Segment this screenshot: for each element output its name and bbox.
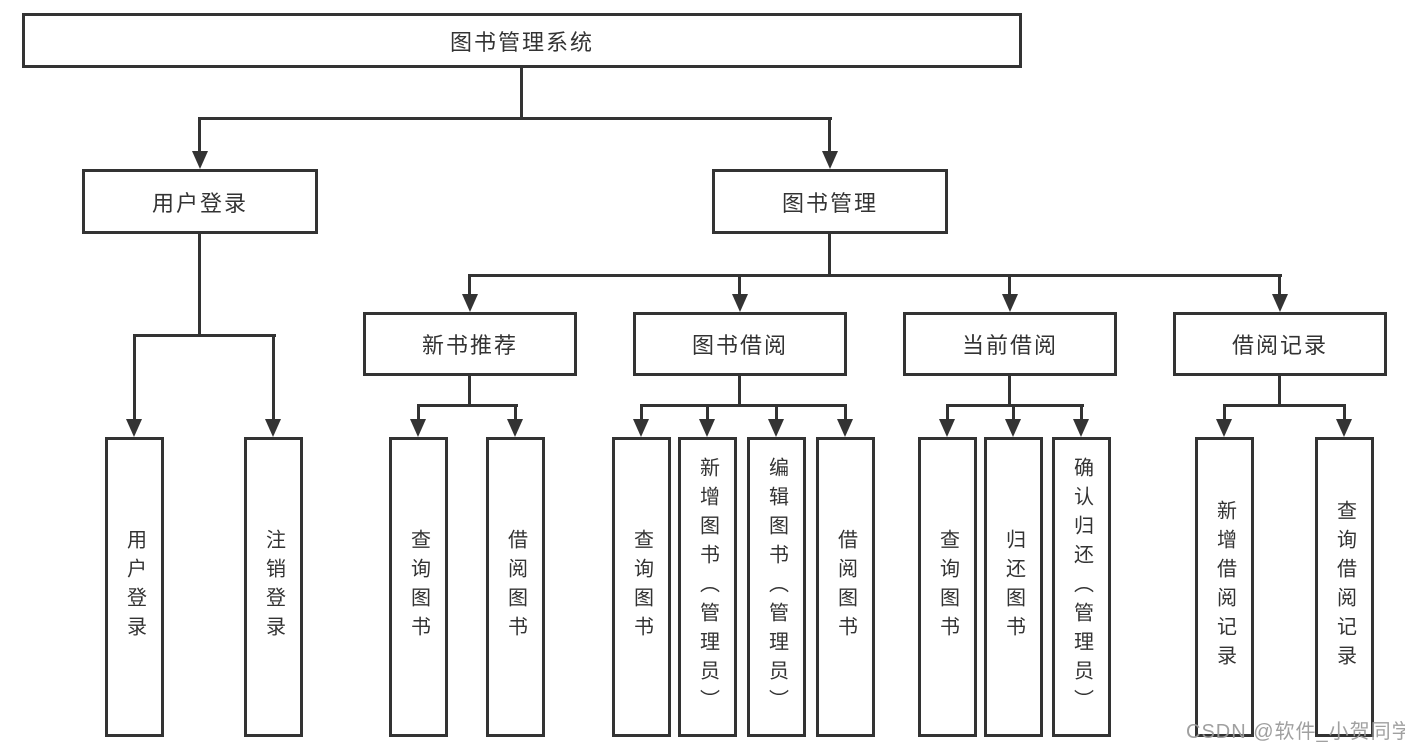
- leaf-edit-book-admin: 编辑图书（管理员）: [747, 437, 806, 737]
- node-book-borrowing: 图书借阅: [633, 312, 847, 376]
- edge-mgmt-drop-3: [1008, 274, 1011, 298]
- edge-current-rail: [946, 404, 1084, 407]
- arrowhead-icon: [699, 419, 715, 437]
- arrowhead-icon: [768, 419, 784, 437]
- edge-recommend-rail: [417, 404, 518, 407]
- arrowhead-icon: [410, 419, 426, 437]
- leaf-user-login: 用户登录: [105, 437, 164, 737]
- edge-borrow-drop-4: [844, 404, 847, 421]
- edge-login-rail: [133, 334, 276, 337]
- edge-borrow-rail: [640, 404, 847, 407]
- arrowhead-icon: [126, 419, 142, 437]
- edge-borrow-drop-3: [775, 404, 778, 421]
- node-root: 图书管理系统: [22, 13, 1022, 68]
- leaf-query-books-3: 查询图书: [918, 437, 977, 737]
- edge-current-stub: [1008, 375, 1011, 406]
- arrowhead-icon: [1073, 419, 1089, 437]
- arrowhead-icon: [837, 419, 853, 437]
- edge-current-drop-2: [1012, 404, 1015, 421]
- edge-login-stub: [198, 233, 201, 336]
- edge-recommend-drop-2: [514, 404, 517, 421]
- edge-root-stub: [520, 66, 523, 120]
- node-user-login: 用户登录: [82, 169, 318, 234]
- leaf-borrow-books-1: 借阅图书: [486, 437, 545, 737]
- edge-recommend-drop-1: [417, 404, 420, 421]
- node-new-book-recommend: 新书推荐: [363, 312, 577, 376]
- edge-current-drop-1: [946, 404, 949, 421]
- edge-record-drop-2: [1343, 404, 1346, 421]
- leaf-add-borrow-record: 新增借阅记录: [1195, 437, 1254, 737]
- edge-root-rail: [198, 117, 832, 120]
- edge-login-drop-1: [133, 334, 136, 421]
- edge-recommend-stub: [468, 375, 471, 406]
- arrowhead-icon: [732, 294, 748, 312]
- edge-borrow-drop-1: [640, 404, 643, 421]
- node-borrowing-records: 借阅记录: [1173, 312, 1387, 376]
- node-current-borrowing: 当前借阅: [903, 312, 1117, 376]
- csdn-watermark: CSDN @软件_小贺同学: [1186, 721, 1405, 743]
- arrowhead-icon: [939, 419, 955, 437]
- edge-mgmt-drop-4: [1278, 274, 1281, 298]
- arrowhead-icon: [192, 151, 208, 169]
- edge-login-drop-2: [272, 334, 275, 421]
- edge-root-drop-left: [198, 117, 201, 153]
- edge-mgmt-rail: [468, 274, 1282, 277]
- arrowhead-icon: [1002, 294, 1018, 312]
- edge-record-rail: [1223, 404, 1346, 407]
- edge-borrow-stub: [738, 375, 741, 406]
- arrowhead-icon: [1005, 419, 1021, 437]
- leaf-return-books: 归还图书: [984, 437, 1043, 737]
- leaf-borrow-books-2: 借阅图书: [816, 437, 875, 737]
- edge-mgmt-stub: [828, 233, 831, 276]
- leaf-confirm-return-admin: 确认归还（管理员）: [1052, 437, 1111, 737]
- edge-borrow-drop-2: [706, 404, 709, 421]
- edge-record-stub: [1278, 375, 1281, 406]
- arrowhead-icon: [633, 419, 649, 437]
- edge-current-drop-3: [1080, 404, 1083, 421]
- node-book-management: 图书管理: [712, 169, 948, 234]
- edge-mgmt-drop-2: [738, 274, 741, 298]
- leaf-logout: 注销登录: [244, 437, 303, 737]
- arrowhead-icon: [462, 294, 478, 312]
- leaf-query-books-1: 查询图书: [389, 437, 448, 737]
- edge-root-drop-right: [828, 117, 831, 153]
- leaf-add-book-admin: 新增图书（管理员）: [678, 437, 737, 737]
- edge-mgmt-drop-1: [468, 274, 471, 298]
- leaf-query-books-2: 查询图书: [612, 437, 671, 737]
- arrowhead-icon: [265, 419, 281, 437]
- arrowhead-icon: [1216, 419, 1232, 437]
- leaf-query-borrow-record: 查询借阅记录: [1315, 437, 1374, 737]
- arrowhead-icon: [1272, 294, 1288, 312]
- arrowhead-icon: [822, 151, 838, 169]
- edge-record-drop-1: [1223, 404, 1226, 421]
- arrowhead-icon: [507, 419, 523, 437]
- arrowhead-icon: [1336, 419, 1352, 437]
